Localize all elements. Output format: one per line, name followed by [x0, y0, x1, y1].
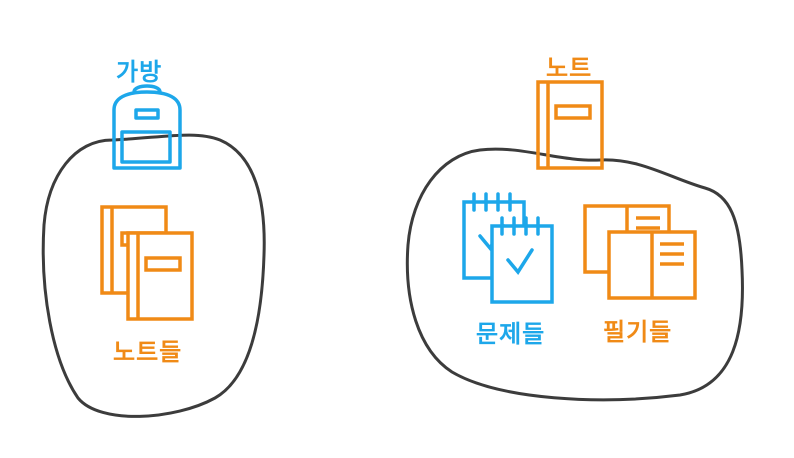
- notebook-icon: [536, 80, 604, 170]
- notebooks-stack-icon: [100, 205, 194, 321]
- spiral-notepad-icon: [462, 192, 554, 304]
- label-writing: 필기들: [603, 318, 673, 346]
- right-group-outline: [405, 147, 744, 402]
- label-notes-left: 노트들: [113, 338, 183, 366]
- label-notebook: 노트: [546, 54, 593, 82]
- backpack-icon: [112, 84, 182, 170]
- label-problems: 문제들: [476, 320, 546, 348]
- open-book-icon: [583, 204, 697, 300]
- label-bag: 가방: [116, 58, 163, 86]
- left-group-outline: [41, 133, 266, 418]
